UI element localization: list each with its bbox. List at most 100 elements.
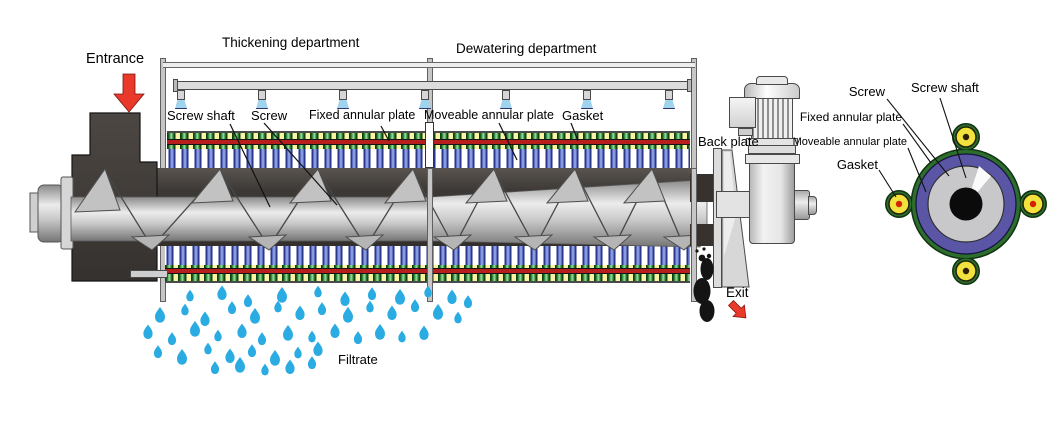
screw-helix bbox=[104, 169, 685, 249]
spray-nozzle-tip bbox=[419, 100, 431, 109]
filtrate-droplet bbox=[308, 330, 316, 343]
filtrate-droplet bbox=[424, 285, 432, 298]
filtrate-droplet bbox=[367, 287, 377, 301]
filtrate-droplet bbox=[366, 300, 374, 313]
screw-shaft-label: Screw shaft bbox=[167, 108, 235, 123]
spray-nozzle bbox=[665, 90, 673, 100]
filtrate-droplet bbox=[419, 325, 429, 340]
filtrate-droplet bbox=[274, 300, 282, 313]
sludge-discharge bbox=[693, 247, 715, 322]
gearbox-body bbox=[749, 163, 795, 244]
filtrate-droplet bbox=[153, 345, 163, 359]
screw-flight-upper bbox=[74, 167, 121, 213]
filtrate-droplet bbox=[313, 341, 323, 356]
spray-bar-cap-right bbox=[687, 79, 692, 92]
spray-nozzle bbox=[339, 90, 347, 100]
back-plate-label: Back plate bbox=[698, 134, 759, 149]
section-divider bbox=[425, 122, 434, 168]
spray-bar bbox=[176, 81, 690, 90]
cs-gasket-label: Gasket bbox=[836, 157, 878, 172]
filtrate-droplet bbox=[454, 311, 462, 324]
filtrate-droplet bbox=[181, 303, 189, 316]
filtrate-droplet bbox=[295, 305, 305, 320]
shaft-bearing bbox=[37, 184, 65, 243]
screw-flight-upper bbox=[622, 168, 666, 204]
filtrate-droplet bbox=[395, 288, 405, 305]
screw-flight-lower bbox=[513, 234, 554, 251]
spray-nozzle bbox=[258, 90, 266, 100]
screw-flight-upper bbox=[464, 168, 508, 204]
spray-nozzle-tip bbox=[256, 100, 268, 109]
spray-nozzle-tip bbox=[175, 100, 187, 109]
junction-box-connector bbox=[738, 128, 753, 136]
cs-screw-shaft-label: Screw shaft bbox=[911, 80, 979, 95]
filtrate-droplet bbox=[314, 285, 322, 298]
filtrate-droplet bbox=[330, 323, 340, 338]
filtrate-droplet bbox=[398, 330, 406, 343]
cs-screw-label: Screw bbox=[848, 84, 885, 99]
filtrate-droplet bbox=[307, 356, 317, 370]
filtrate-droplet bbox=[250, 307, 260, 324]
filtrate-droplet bbox=[375, 323, 385, 340]
drive-shaft bbox=[716, 191, 752, 218]
screw-flight-lower bbox=[592, 234, 633, 251]
screw-flight-upper bbox=[545, 168, 589, 204]
filtrate-droplet bbox=[317, 302, 327, 316]
screw-label: Screw bbox=[251, 108, 288, 123]
spray-nozzle bbox=[502, 90, 510, 100]
top-rail bbox=[163, 62, 695, 68]
filtrate-droplet bbox=[204, 342, 212, 355]
filtrate-droplet bbox=[186, 289, 194, 302]
screw-flight-lower bbox=[130, 234, 171, 251]
spray-nozzle-tip bbox=[663, 100, 675, 109]
cross-section-view bbox=[878, 97, 1047, 285]
thickening-department-label: Thickening department bbox=[222, 35, 360, 50]
filtrate-droplet bbox=[270, 349, 280, 366]
filtrate-droplet bbox=[277, 286, 287, 303]
spray-nozzle bbox=[177, 90, 185, 100]
filtrate-droplet bbox=[167, 332, 177, 346]
filtrate-droplet bbox=[257, 332, 267, 346]
filtrate-droplet bbox=[210, 361, 220, 375]
filtrate-droplet bbox=[247, 344, 257, 358]
spray-nozzle-tip bbox=[581, 100, 593, 109]
screw-flight-lower bbox=[344, 234, 385, 251]
cs-screw-shaft bbox=[949, 187, 983, 221]
entrance-label: Entrance bbox=[86, 51, 145, 67]
filtrate-droplet bbox=[387, 305, 397, 320]
filtrate-droplet bbox=[261, 363, 269, 376]
motor-top-cap bbox=[756, 76, 788, 85]
cs-moveable-annular-plate-label: Moveable annular plate bbox=[792, 136, 907, 148]
fixed-annular-plate-label: Fixed annular plate bbox=[309, 108, 416, 122]
filtrate-droplet bbox=[294, 346, 302, 359]
screw-flight-upper bbox=[190, 168, 234, 204]
moveable-annular-plate-label: Moveable annular plate bbox=[424, 108, 554, 122]
filtrate-droplet bbox=[214, 329, 222, 342]
filtrate-droplet bbox=[217, 285, 227, 300]
exit-label: Exit bbox=[726, 285, 749, 300]
filtrate-droplet bbox=[433, 303, 443, 320]
gearbox-top-plate bbox=[745, 154, 800, 164]
filtrate-label: Filtrate bbox=[338, 352, 378, 367]
filtrate-droplet bbox=[243, 294, 253, 308]
output-shaft-tip bbox=[808, 196, 817, 215]
filtrate-droplet bbox=[237, 323, 247, 338]
filtrate-droplet bbox=[177, 348, 187, 365]
frame-leg-right-lower bbox=[691, 168, 697, 302]
spray-nozzle-tip bbox=[500, 100, 512, 109]
filtrate-droplet bbox=[353, 331, 363, 345]
filtrate-droplet bbox=[225, 348, 235, 363]
screw-flight-upper bbox=[288, 168, 332, 204]
filtrate-droplet bbox=[143, 324, 153, 339]
screw-flight-lower bbox=[247, 234, 288, 251]
gasket-label: Gasket bbox=[562, 108, 604, 123]
filtrate-droplet bbox=[340, 291, 350, 306]
filtrate-droplet bbox=[410, 299, 420, 313]
filtrate-droplet bbox=[235, 356, 245, 373]
filtrate-droplet bbox=[285, 359, 295, 374]
spray-nozzle-tip bbox=[337, 100, 349, 109]
filtrate-droplet bbox=[447, 289, 457, 304]
entrance-arrow-icon bbox=[113, 73, 145, 113]
junction-box bbox=[729, 97, 756, 128]
